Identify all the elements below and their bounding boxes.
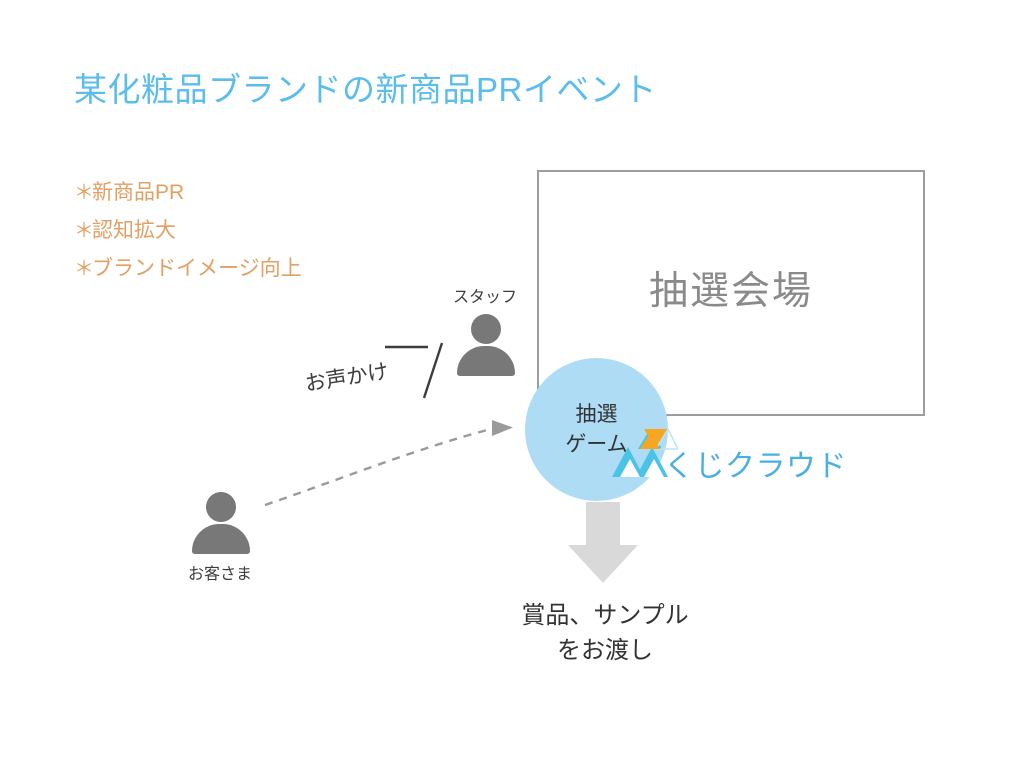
lottery-game-circle: 抽選 ゲーム bbox=[525, 358, 668, 501]
dashed-curved-arrow-icon bbox=[264, 420, 513, 507]
objective-label: 認知拡大 bbox=[92, 219, 176, 242]
page-title: 某化粧品ブランドの新商品PRイベント bbox=[74, 71, 657, 108]
asterisk-bullet-icon: ＊ bbox=[74, 220, 94, 242]
kujicloud-logo-mark-icon bbox=[612, 427, 678, 477]
person-head-icon bbox=[471, 314, 501, 344]
list-item: ＊ ブランドイメージ向上 bbox=[74, 250, 404, 288]
staff-caption: スタッフ bbox=[452, 289, 517, 306]
asterisk-bullet-icon: ＊ bbox=[74, 182, 94, 204]
down-arrow-icon bbox=[568, 502, 638, 583]
lottery-game-line1: 抽選 bbox=[575, 402, 618, 426]
person-head-icon bbox=[206, 492, 236, 522]
objective-label: ブランドイメージ向上 bbox=[92, 257, 302, 280]
handover-text-line2: をお渡し bbox=[557, 637, 653, 664]
asterisk-bullet-icon: ＊ bbox=[74, 258, 94, 280]
staff-person-icon bbox=[455, 314, 517, 376]
approach-label: お声かけ bbox=[303, 359, 390, 396]
handover-text-line1: 賞品、サンプル bbox=[521, 602, 689, 629]
decorative-slash bbox=[422, 342, 444, 399]
list-item: ＊ 認知拡大 bbox=[74, 212, 404, 250]
handover-text: 賞品、サンプル をお渡し bbox=[455, 598, 755, 668]
lottery-game-line2: ゲーム bbox=[565, 432, 628, 456]
venue-label: 抽選会場 bbox=[648, 270, 813, 313]
person-body-icon bbox=[457, 346, 515, 376]
customer-person-icon bbox=[190, 492, 252, 554]
brand-name: くじクラウド bbox=[664, 450, 847, 483]
objective-label: 新商品PR bbox=[92, 181, 185, 204]
person-body-icon bbox=[192, 524, 250, 554]
customer-caption: お客さま bbox=[187, 566, 252, 583]
list-item: ＊ 新商品PR bbox=[74, 174, 404, 212]
objectives-list: ＊ 新商品PR ＊ 認知拡大 ＊ ブランドイメージ向上 bbox=[74, 174, 404, 288]
